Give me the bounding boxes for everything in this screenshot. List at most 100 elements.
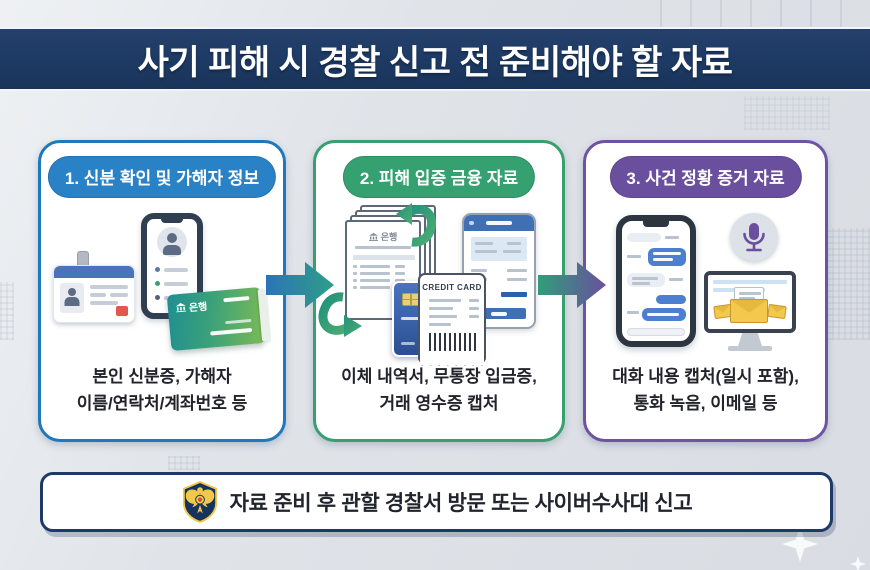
app-confirm-button	[472, 308, 526, 319]
desc-line: 대화 내용 캡처(일시 포함),	[612, 367, 799, 387]
step-3-badge: 3. 사건 정황 증거 자료	[609, 156, 802, 198]
transfer-arrow-icon	[318, 292, 362, 337]
receipt-title: CREDIT CARD	[422, 283, 482, 292]
step-2-badge: 2. 피해 입증 금융 자료	[342, 156, 536, 198]
receipt-line	[469, 307, 479, 310]
statement-cell	[360, 279, 390, 282]
bullet-dot	[155, 267, 160, 272]
chat-text-line	[632, 282, 650, 285]
statement-cell	[395, 272, 405, 275]
receipt-line	[429, 315, 457, 318]
statement-cell	[395, 265, 405, 268]
desc-line: 본인 신분증, 가해자	[92, 367, 232, 387]
statement-cell	[353, 265, 357, 268]
receipt-line	[469, 299, 479, 302]
app-line	[471, 269, 487, 272]
receipt-line	[429, 307, 453, 310]
statement-cell	[395, 279, 405, 282]
chat-timestamp	[669, 278, 683, 281]
receipt-line	[469, 315, 479, 318]
envelope-flap	[731, 300, 767, 313]
desc-line: 거래 영수증 캡처	[379, 393, 499, 413]
contact-row	[155, 281, 191, 286]
chat-text-line	[653, 252, 681, 255]
id-text-line	[110, 293, 128, 297]
chat-text-line	[647, 313, 679, 316]
monitor-icon	[704, 271, 796, 333]
contact-row	[155, 267, 191, 272]
card-text-line	[401, 342, 415, 345]
flow-arrow-2-icon	[538, 262, 606, 308]
evidence-illustration	[586, 199, 825, 367]
photo-head	[68, 288, 76, 296]
financial-illustration: 은행	[316, 199, 562, 367]
statement-line	[355, 246, 411, 249]
bankbook-icon: 은행	[166, 287, 272, 351]
text-line	[164, 281, 188, 286]
statement-cell	[360, 286, 390, 289]
bullet-dot	[155, 281, 160, 286]
panel-circumstantial-evidence: 3. 사건 정황 증거 자료	[583, 140, 828, 442]
mic-glyph	[743, 223, 765, 252]
email-envelope-small	[767, 303, 787, 320]
app-line	[507, 269, 527, 272]
desc-line: 이름/연락처/계좌번호 등	[76, 393, 248, 413]
screen-line	[713, 280, 787, 284]
bankbook-label-group: 은행	[175, 298, 208, 316]
receipt-line	[429, 299, 461, 302]
statement-cell	[353, 279, 357, 282]
app-line	[475, 242, 493, 245]
phone-notch	[161, 218, 183, 223]
statement-cell	[353, 272, 357, 275]
statement-label: 은행	[380, 232, 398, 242]
chat-bubble-left	[627, 233, 661, 242]
statement-table-header	[353, 255, 415, 260]
transfer-arrow-icon	[396, 203, 436, 247]
monitor-stand	[738, 333, 762, 346]
background-texture-grid	[0, 282, 14, 340]
step-1-badge: 1. 신분 확인 및 가해자 정보	[47, 156, 277, 198]
sparkle-decoration	[850, 556, 866, 570]
bankbook-line	[225, 318, 252, 325]
chat-text-line	[632, 277, 658, 280]
panel-identity-info: 1. 신분 확인 및 가해자 정보	[38, 140, 286, 442]
receipt-icon: CREDIT CARD	[418, 273, 486, 366]
phone-notch	[643, 221, 669, 227]
id-card-photo	[60, 283, 84, 313]
avatar-head	[167, 233, 177, 243]
id-text-line	[90, 285, 128, 289]
chat-timestamp	[665, 236, 679, 239]
footer-text: 자료 준비 후 관할 경찰서 방문 또는 사이버수사대 신고	[229, 492, 693, 515]
bank-glyph-icon	[175, 303, 187, 313]
app-line	[503, 250, 521, 253]
title-bar: 사기 피해 시 경찰 신고 전 준비해야 할 자료	[0, 27, 870, 91]
app-header	[464, 215, 534, 231]
background-texture-grid	[744, 96, 830, 130]
panel-3-description: 대화 내용 캡처(일시 포함), 통화 녹음, 이메일 등	[586, 364, 825, 417]
chat-input-bar	[627, 328, 685, 336]
letter-line	[739, 297, 755, 300]
text-line	[164, 267, 188, 272]
app-line	[475, 250, 497, 253]
chat-phone-icon	[616, 215, 696, 347]
chat-bubble-right	[656, 295, 686, 304]
id-text-line	[90, 301, 118, 305]
app-line	[507, 278, 527, 281]
receipt-line	[429, 323, 451, 326]
id-card-icon	[53, 265, 135, 323]
police-emblem-icon	[182, 481, 217, 523]
desc-line: 이체 내역서, 무통장 입금증,	[341, 367, 537, 387]
microphone-icon	[730, 213, 778, 261]
chat-bubble-left	[627, 273, 665, 287]
app-info-box	[471, 237, 527, 261]
monitor-base	[728, 346, 772, 351]
card-number-line	[401, 317, 421, 320]
id-stamp	[116, 306, 128, 316]
footer-callout: 자료 준비 후 관할 경찰서 방문 또는 사이버수사대 신고	[40, 472, 833, 532]
id-text-line	[90, 293, 106, 297]
bankbook-label: 은행	[188, 301, 208, 315]
desc-line: 통화 녹음, 이메일 등	[633, 393, 778, 413]
statement-header: 은행	[347, 230, 419, 243]
chat-timestamp	[627, 311, 639, 314]
